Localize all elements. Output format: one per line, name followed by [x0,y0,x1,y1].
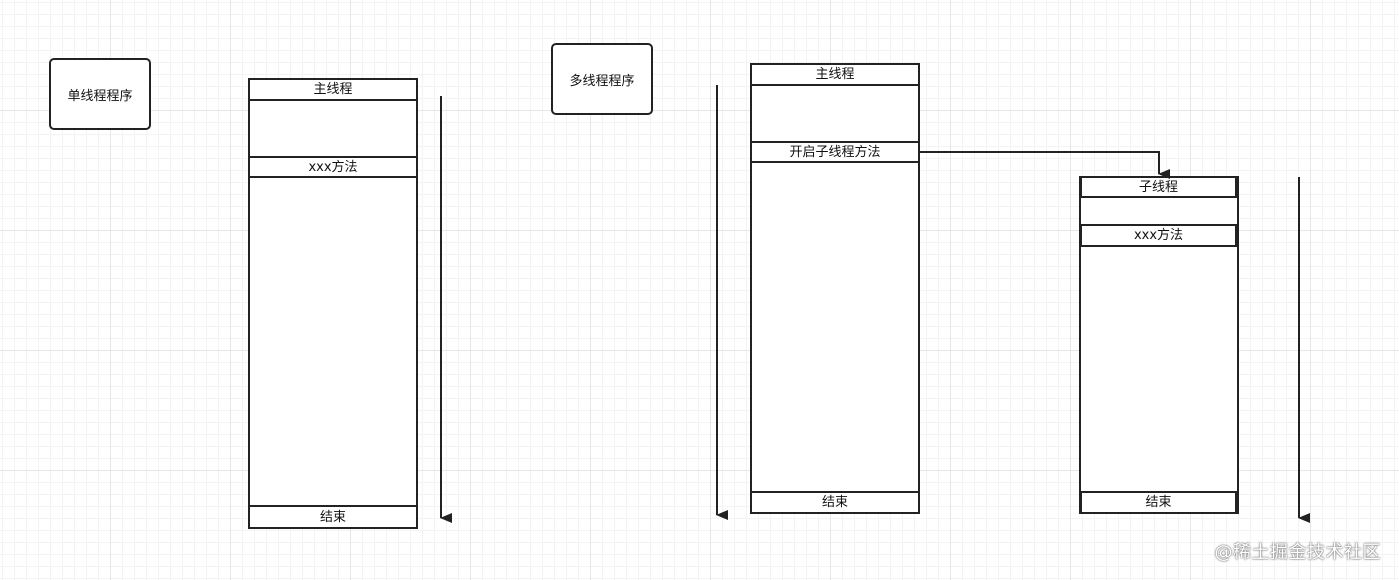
single-method-block: xxx方法 [248,156,418,178]
single-main-thread-header: 主线程 [248,78,418,101]
single-thread-program-text: 单线程程序 [67,88,133,104]
multi-thread-program-text: 多线程程序 [569,73,635,89]
single-end-block: 结束 [248,505,418,529]
child-method-block: xxx方法 [1080,224,1237,247]
multi-main-thread-header: 主线程 [750,63,920,86]
multi-thread-program-label: 多线程程序 [551,43,653,115]
single-thread-program-label: 单线程程序 [49,58,151,130]
multi-main-thread-column [750,63,920,514]
child-thread-header: 子线程 [1080,176,1237,198]
start-child-thread-block: 开启子线程方法 [750,141,920,163]
child-end-block: 结束 [1080,491,1237,514]
spawn-child-thread-connector [920,151,1170,179]
watermark: @稀土掘金技术社区 [1214,542,1381,563]
multi-end-block: 结束 [750,491,920,514]
single-main-thread-column [248,78,418,529]
